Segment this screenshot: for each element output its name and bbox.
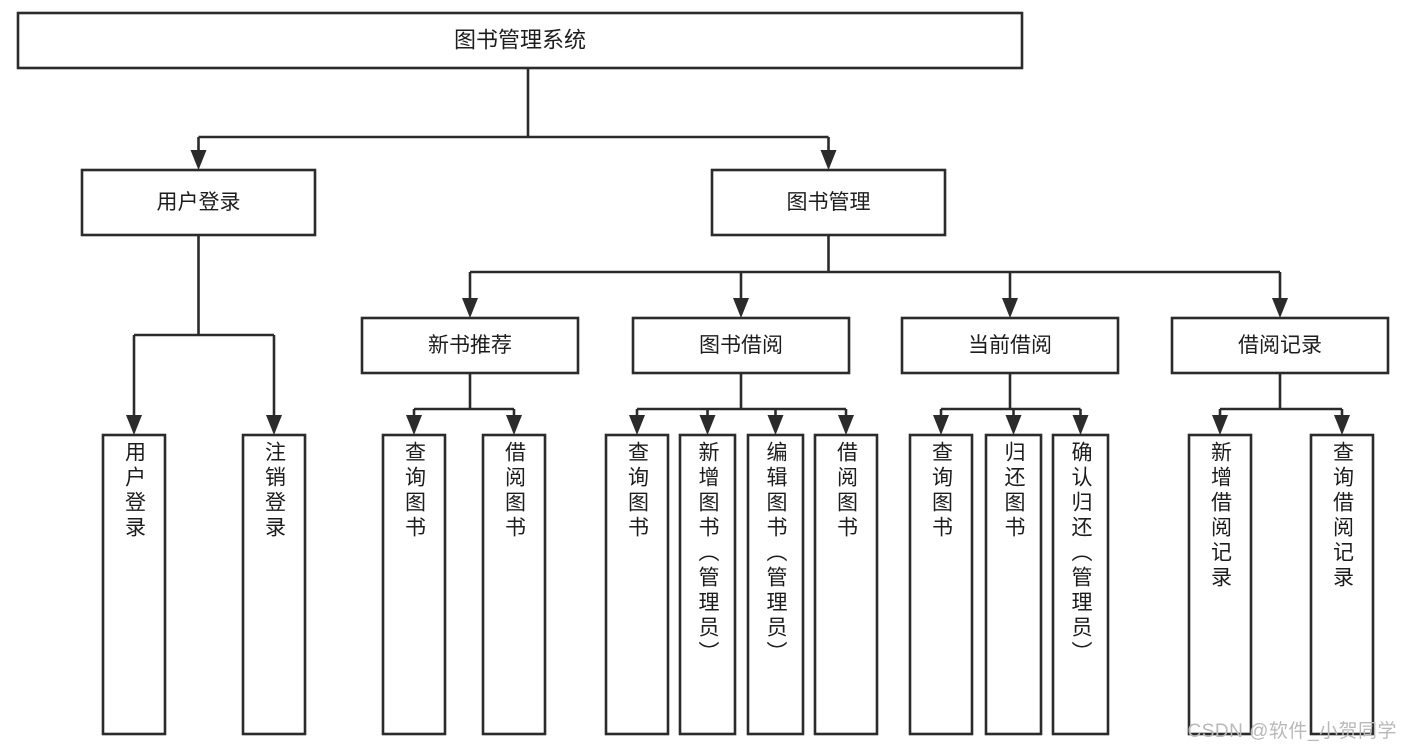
node-box-layer xyxy=(16,11,1390,736)
node-box-leaf-borrow-book-rec[interactable] xyxy=(481,433,547,736)
edge-root-to-level2-arrow-1 xyxy=(820,150,837,170)
node-box-leaf-query-borrow-record[interactable] xyxy=(1309,433,1375,736)
node-box-book-borrow[interactable] xyxy=(631,316,851,375)
node-box-leaf-borrow-book-br[interactable] xyxy=(813,433,879,736)
node-box-leaf-user-logout[interactable] xyxy=(241,433,307,736)
node-box-leaf-query-book-cur[interactable] xyxy=(908,433,974,736)
node-box-leaf-query-book-br[interactable] xyxy=(604,433,670,736)
node-box-leaf-edit-book-admin[interactable] xyxy=(746,433,805,736)
node-box-leaf-return-book[interactable] xyxy=(984,433,1043,736)
node-box-leaf-add-borrow-record[interactable] xyxy=(1187,433,1253,736)
node-box-root[interactable] xyxy=(16,11,1024,70)
edge-book-borrow-to-leaves-arrow-0 xyxy=(629,415,645,435)
node-label-new-book-recommend: 新书推荐 xyxy=(428,334,512,357)
edge-user-login-to-leaves-arrow-1 xyxy=(266,415,282,435)
node-label-book-manage: 图书管理 xyxy=(787,191,871,214)
node-box-current-borrow[interactable] xyxy=(900,316,1120,375)
node-label-root: 图书管理系统 xyxy=(454,27,586,52)
edge-current-borrow-to-leaves-arrow-2 xyxy=(1072,415,1089,435)
node-label-current-borrow: 当前借阅 xyxy=(968,334,1052,357)
edge-bookmanage-to-level3-arrow-1 xyxy=(733,298,749,318)
connector-layer xyxy=(126,68,1350,435)
node-box-book-manage[interactable] xyxy=(710,168,947,237)
node-label-user-login: 用户登录 xyxy=(157,191,241,214)
edge-bookmanage-to-level3-arrow-3 xyxy=(1272,298,1288,318)
watermark-text: CSDN @软件_小贺同学 xyxy=(1187,721,1397,742)
edge-current-borrow-to-leaves-arrow-1 xyxy=(1005,415,1022,435)
edge-user-login-to-leaves-arrow-0 xyxy=(126,415,142,435)
edge-bookmanage-to-level3-arrow-2 xyxy=(1002,298,1018,318)
edge-borrow-record-to-leaves-arrow-1 xyxy=(1334,415,1350,435)
node-box-leaf-add-book-admin[interactable] xyxy=(678,433,737,736)
node-box-leaf-query-book-rec[interactable] xyxy=(381,433,447,736)
edge-root-to-level2-arrow-0 xyxy=(190,150,207,170)
edge-book-borrow-to-leaves-arrow-2 xyxy=(767,415,784,435)
node-box-user-login[interactable] xyxy=(80,168,317,237)
node-box-leaf-user-login[interactable] xyxy=(101,433,167,736)
node-label-borrow-record: 借阅记录 xyxy=(1238,334,1322,357)
edge-new-book-recommend-to-leaves-arrow-0 xyxy=(406,415,422,435)
edge-book-borrow-to-leaves-arrow-3 xyxy=(838,415,854,435)
edge-new-book-recommend-to-leaves-arrow-1 xyxy=(506,415,522,435)
edge-borrow-record-to-leaves-arrow-0 xyxy=(1212,415,1228,435)
edge-book-borrow-to-leaves-arrow-1 xyxy=(699,415,716,435)
node-label-book-borrow: 图书借阅 xyxy=(699,334,783,357)
node-box-borrow-record[interactable] xyxy=(1170,316,1390,375)
edge-current-borrow-to-leaves-arrow-0 xyxy=(933,415,949,435)
node-box-leaf-confirm-return[interactable] xyxy=(1051,433,1110,736)
edge-bookmanage-to-level3-arrow-0 xyxy=(462,298,478,318)
node-box-new-book-recommend[interactable] xyxy=(360,316,580,375)
